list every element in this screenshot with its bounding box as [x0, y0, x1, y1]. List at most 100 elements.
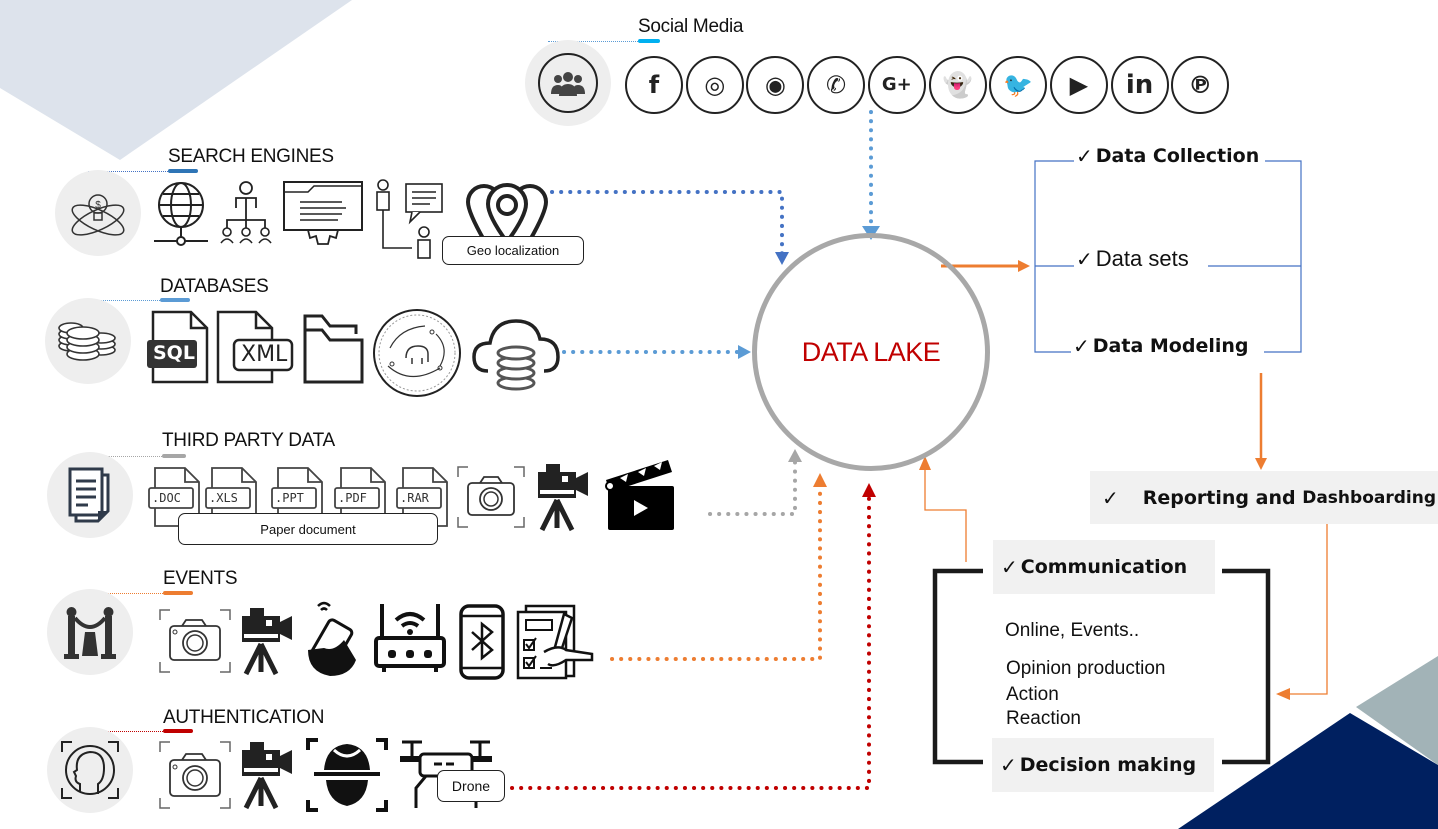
bluetooth-phone-icon	[458, 604, 506, 680]
file-extension-label: .PPT	[275, 491, 304, 505]
step-data-sets: ✓ Data sets	[1074, 246, 1195, 272]
third-party-underline	[162, 454, 186, 458]
check-icon: ✓	[1076, 247, 1093, 271]
third-party-category-circle	[47, 452, 133, 538]
geo-pins-icon	[464, 182, 550, 244]
search-connector	[550, 190, 784, 257]
linkedin-icon: in	[1110, 56, 1169, 114]
check-icon: ✓	[1102, 485, 1119, 510]
events-title: EVENTS	[163, 568, 238, 589]
snapchat-glyph: 👻	[942, 71, 973, 99]
file-extension-label: .DOC	[152, 491, 181, 505]
decision-making-label: Decision making	[1019, 754, 1197, 776]
chrome-glyph: ◉	[764, 71, 786, 99]
check-icon: ✓	[1001, 555, 1018, 579]
events-category-circle	[47, 589, 133, 675]
file-extension-label: .XLS	[209, 491, 238, 505]
checklist-signing-icon	[514, 604, 594, 680]
communication-label: Communication	[1020, 556, 1188, 578]
auth-video-camera-icon	[238, 740, 300, 810]
wifi-router-icon	[372, 604, 448, 674]
database-stack-icon	[58, 322, 116, 361]
events-leader	[105, 593, 163, 594]
twitter-glyph: 🐦	[1003, 71, 1034, 99]
step-data-modeling: ✓ Data Modeling	[1071, 334, 1255, 358]
search-engines-title: SEARCH ENGINES	[168, 146, 334, 167]
xml-label: XML	[241, 342, 288, 367]
file-extension-label: .PDF	[338, 491, 367, 505]
face-scan-icon	[304, 736, 390, 814]
whatsapp-glyph: ✆	[826, 71, 847, 99]
xml-file-icon: XML	[214, 310, 296, 384]
hadoop-elephant-icon	[370, 308, 464, 402]
online-events-text: Online, Events..	[1005, 620, 1140, 641]
social-media-title: Social Media	[638, 16, 744, 37]
folder-icon	[302, 310, 364, 386]
databases-title: DATABASES	[160, 276, 269, 297]
clapperboard-icon	[604, 458, 676, 532]
file-doc-icon: .DOC	[147, 466, 205, 528]
instagram-glyph: ◎	[704, 71, 726, 99]
org-chart-icon	[218, 180, 274, 244]
databases-underline	[160, 298, 190, 302]
social-leader	[548, 41, 638, 42]
events-connector	[610, 485, 822, 661]
cloud-database-icon	[470, 315, 562, 393]
facebook-glyph: f	[648, 71, 660, 99]
globe-network-icon	[150, 178, 212, 246]
check-icon: ✓	[1076, 144, 1093, 168]
auth-category-circle	[47, 727, 133, 813]
auth-camera-icon	[158, 740, 232, 810]
linkedin-glyph: in	[1125, 70, 1154, 100]
whatsapp-icon: ✆	[807, 56, 866, 114]
events-video-camera-icon	[238, 606, 300, 676]
bottom-right-slate-decor	[1356, 656, 1438, 765]
twitter-icon: 🐦	[989, 56, 1048, 114]
reporting-label: Reporting and	[1142, 486, 1303, 509]
google-plus-icon: G+	[867, 56, 926, 114]
file-xls-icon: .XLS	[204, 466, 262, 528]
data-modeling-label: Data Modeling	[1092, 335, 1249, 357]
auth-connector	[510, 495, 871, 790]
check-icon: ✓	[1000, 753, 1017, 777]
search-leader	[88, 171, 168, 172]
sql-label: SQL	[153, 342, 195, 364]
svg-text:$: $	[95, 200, 101, 211]
data-lake-label: DATA LAKE	[801, 336, 941, 367]
pinterest-glyph: ℗	[1188, 71, 1213, 99]
events-camera-icon	[158, 608, 232, 674]
drone-label: Drone	[437, 770, 505, 802]
velvet-rope-icon	[64, 607, 116, 659]
document-icon	[68, 467, 110, 523]
auth-leader	[105, 731, 163, 732]
group-users-icon	[538, 53, 598, 113]
top-left-decor	[0, 0, 352, 160]
authentication-title: AUTHENTICATION	[163, 707, 325, 728]
search-category-circle: $	[55, 170, 141, 256]
check-icon: ✓	[1073, 334, 1090, 358]
people-chat-icon	[372, 178, 444, 260]
databases-leader	[100, 300, 160, 301]
data-collection-label: Data Collection	[1095, 145, 1260, 167]
dashboarding-label: Dashboarding	[1302, 487, 1436, 508]
facebook-icon: f	[625, 56, 683, 114]
reaction-text: Reaction	[1006, 708, 1081, 729]
data-sets-label: Data sets	[1095, 246, 1189, 271]
idea-atom-icon: $	[71, 194, 125, 236]
file-rar-icon: .RAR	[395, 466, 453, 528]
decision-making-box: ✓ Decision making	[992, 738, 1214, 792]
thirdparty-connector	[708, 460, 797, 516]
snapchat-icon: 👻	[928, 56, 987, 114]
action-text: Action	[1006, 684, 1059, 705]
third-party-leader	[108, 456, 162, 457]
sql-file-icon: SQL	[145, 310, 211, 384]
face-recognition-icon	[61, 741, 119, 799]
communication-box: ✓ Communication	[993, 540, 1215, 594]
instagram-icon: ◎	[685, 56, 744, 114]
third-party-title: THIRD PARTY DATA	[162, 430, 335, 451]
reporting-dashboarding-box: ✓ Reporting and Dashboarding	[1090, 471, 1438, 524]
social-category-circle	[525, 40, 611, 126]
step-data-collection: ✓ Data Collection	[1074, 144, 1266, 168]
